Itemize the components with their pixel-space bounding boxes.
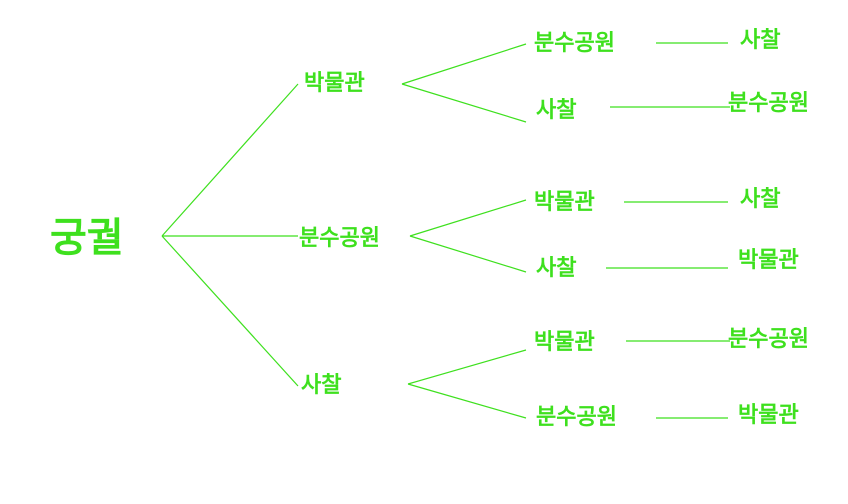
edge-fountain-park-to-temple — [409, 235, 527, 273]
root-node: 궁궐 — [50, 215, 124, 261]
level2-node-3: 박물관 — [534, 190, 595, 215]
level2-node-4: 사찰 — [536, 256, 576, 281]
level3-node-4: 박물관 — [738, 248, 799, 273]
edge-fountain-park-to-museum — [409, 199, 527, 237]
level3-node-3: 사찰 — [740, 187, 780, 212]
edge-temple-to-fountain-park — [407, 383, 527, 419]
level1-node-fountain-park: 분수공원 — [299, 226, 380, 251]
level3-node-1: 사찰 — [740, 28, 780, 53]
edge-museum-to-fountain-park — [401, 43, 527, 85]
edge-root-to-temple — [161, 235, 299, 387]
level2-node-5: 박물관 — [534, 330, 595, 355]
level1-node-museum: 박물관 — [304, 71, 365, 96]
level3-node-6: 박물관 — [738, 403, 799, 428]
level3-node-2: 분수공원 — [728, 91, 809, 116]
level1-node-temple: 사찰 — [301, 373, 341, 398]
edge-temple-to-museum — [407, 349, 527, 385]
level2-node-6: 분수공원 — [536, 405, 617, 430]
edge-museum-to-temple — [401, 83, 527, 123]
level3-node-5: 분수공원 — [728, 327, 809, 352]
edge-root-to-museum — [161, 83, 299, 237]
level2-node-1: 분수공원 — [534, 31, 615, 56]
level2-node-2: 사찰 — [536, 98, 576, 123]
